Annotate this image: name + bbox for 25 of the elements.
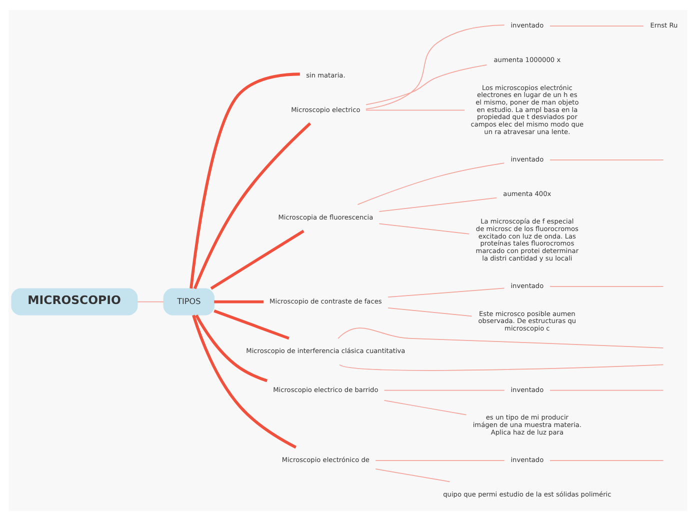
connector: [214, 308, 290, 340]
connector: [388, 306, 472, 316]
connector: [137, 300, 164, 302]
connector: [366, 109, 466, 110]
connector: [375, 468, 450, 482]
connector: [366, 24, 505, 109]
connector: [192, 314, 297, 448]
connector: [338, 327, 664, 348]
connector: [214, 300, 264, 303]
connector: [378, 196, 498, 212]
connector: [195, 314, 268, 382]
connector: [366, 64, 488, 105]
connector: [384, 400, 467, 415]
node-box: MICROSCOPIO: [11, 288, 138, 315]
connector: [550, 389, 664, 390]
connector: [388, 287, 505, 298]
connector: [210, 229, 304, 290]
connector: [193, 122, 312, 289]
connector: [384, 389, 505, 390]
connector: [339, 364, 664, 370]
connector: [190, 72, 300, 288]
connector: [550, 25, 644, 26]
connector: [550, 159, 664, 160]
connector: [378, 222, 470, 234]
connector: [357, 162, 505, 204]
